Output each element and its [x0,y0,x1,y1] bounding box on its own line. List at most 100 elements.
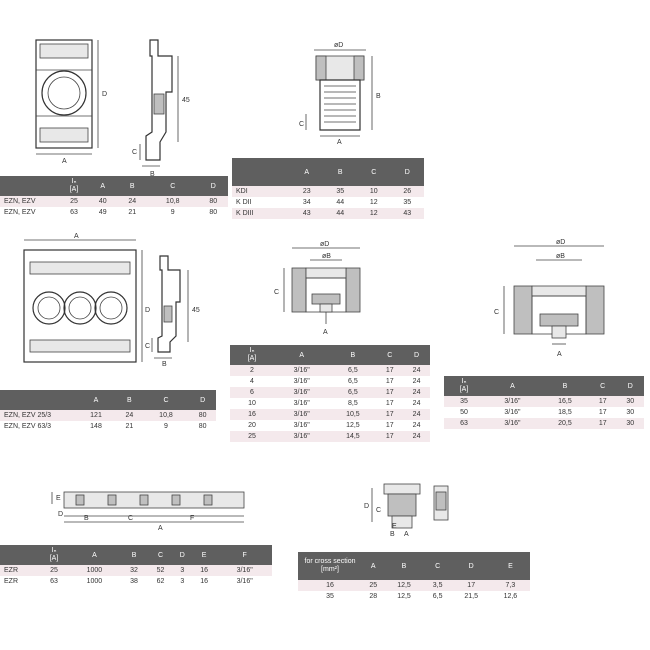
table-cell: 9 [142,421,190,432]
table-header: D [616,376,644,396]
table-cell: EZN, EZV [0,196,60,207]
table-cell: 12,5 [384,580,424,591]
table-header: D [198,176,228,196]
fuse-base-front-drawing: D A [22,30,112,165]
table-cell: 24 [403,431,430,442]
table-cell: 16,5 [540,396,589,407]
table-row: EZN, EZV 25/3 121 24 10,8 80 [0,410,216,421]
cartridge-holder-small-drawing: øD øB C A [270,238,380,338]
dim-label: A [158,525,163,532]
table-header: D [390,158,424,186]
table-cell: 24 [116,410,143,421]
table-cell: 17 [588,396,617,407]
dimension-table-busbar: Iₙ[A] A B C D E F EZR 25 1000 32 52 3 16… [0,545,272,587]
table-row: 16 25 12,5 3,5 17 7,3 [298,580,530,591]
dimension-table-ezn-triple: A B C D EZN, EZV 25/3 121 24 10,8 80 EZN… [0,390,216,432]
table-cell: 35 [390,197,424,208]
table-header: C [376,345,404,365]
table-row: EZN, EZV 25 40 24 10,8 80 [0,196,228,207]
table-cell: 3,5 [423,580,452,591]
table-row: EZN, EZV 63 49 21 9 80 [0,207,228,218]
table-cell: 6,5 [329,365,377,376]
dim-label: C [494,309,499,316]
table-cell: 17 [376,387,404,398]
table-cell: 1000 [68,565,121,576]
table-cell: 23 [290,186,324,197]
table-cell: 24 [403,365,430,376]
table-cell: 30 [616,418,644,429]
table-header: A [362,552,385,580]
table-cell: 80 [189,410,216,421]
table-cell: 24 [403,376,430,387]
table-header: A [88,176,118,196]
dim-label: A [323,329,328,336]
table-cell: 3 [173,576,191,587]
table-cell: 35 [323,186,357,197]
busbar-drawing: E D B C F A [50,486,250,536]
dim-label: C [274,289,279,296]
table-cell: 44 [323,208,357,219]
table-header: B [116,390,143,410]
dim-label: E [56,495,61,502]
table-cell: 18,5 [540,407,589,418]
table-cell: 24 [403,387,430,398]
dim-label: D [364,503,369,510]
table-cell: 6,5 [423,591,452,602]
table-header: Iₙ[A] [40,545,68,565]
table-cell: 16 [230,409,274,420]
table-cell: 7,3 [490,580,530,591]
table-header: A [290,158,324,186]
table-cell: 17 [376,365,404,376]
table-header: D [451,552,491,580]
table-header: for cross section[mm²] [298,552,362,580]
table-header: C [142,390,190,410]
table-header: C [146,176,199,196]
table-row: EZR 63 1000 38 62 3 16 3/16" [0,576,272,587]
table-header: B [117,176,147,196]
table-row: KDI 23 35 10 26 [232,186,424,197]
table-cell: 3/16" [484,418,541,429]
table-cell: 44 [323,197,357,208]
table-cell: 3/16" [217,565,272,576]
dim-label: C [299,121,304,128]
dimension-table-terminal: for cross section[mm²] A B C D E 16 25 1… [298,552,530,602]
table-header: A [76,390,116,410]
dim-label: A [557,351,562,358]
table-header: A [274,345,330,365]
table-cell: 34 [290,197,324,208]
table-cell: K DIII [232,208,290,219]
table-cell: 8,5 [329,398,377,409]
terminal-clamp-drawing: D C E B A [362,478,462,538]
dim-label: F [190,515,194,522]
dim-label: B [150,171,155,178]
triple-fuse-base-side-drawing: 45 B C [145,252,210,368]
table-cell: 4 [230,376,274,387]
table-cell: 26 [390,186,424,197]
table-cell: 38 [120,576,148,587]
table-cell: 3/16" [274,420,330,431]
table-cell: 17 [376,398,404,409]
table-header [0,390,76,410]
table-cell: 25 [60,196,88,207]
table-header: Iₙ[A] [60,176,88,196]
table-cell: 148 [76,421,116,432]
table-row: EZN, EZV 63/3 148 21 9 80 [0,421,216,432]
table-cell: 3/16" [484,396,541,407]
fuse-cap-drawing: øD B C A [296,40,391,150]
table-cell: 35 [298,591,362,602]
table-cell: 3/16" [274,365,330,376]
table-cell: 50 [444,407,484,418]
table-header: A [484,376,541,396]
dim-label: C [145,343,150,350]
table-cell: 16 [190,565,218,576]
table-cell: 17 [451,580,491,591]
dim-label: B [162,361,167,368]
table-cell: 21 [116,421,143,432]
table-row: 35 28 12,5 6,5 21,5 12,6 [298,591,530,602]
table-cell: 63 [40,576,68,587]
